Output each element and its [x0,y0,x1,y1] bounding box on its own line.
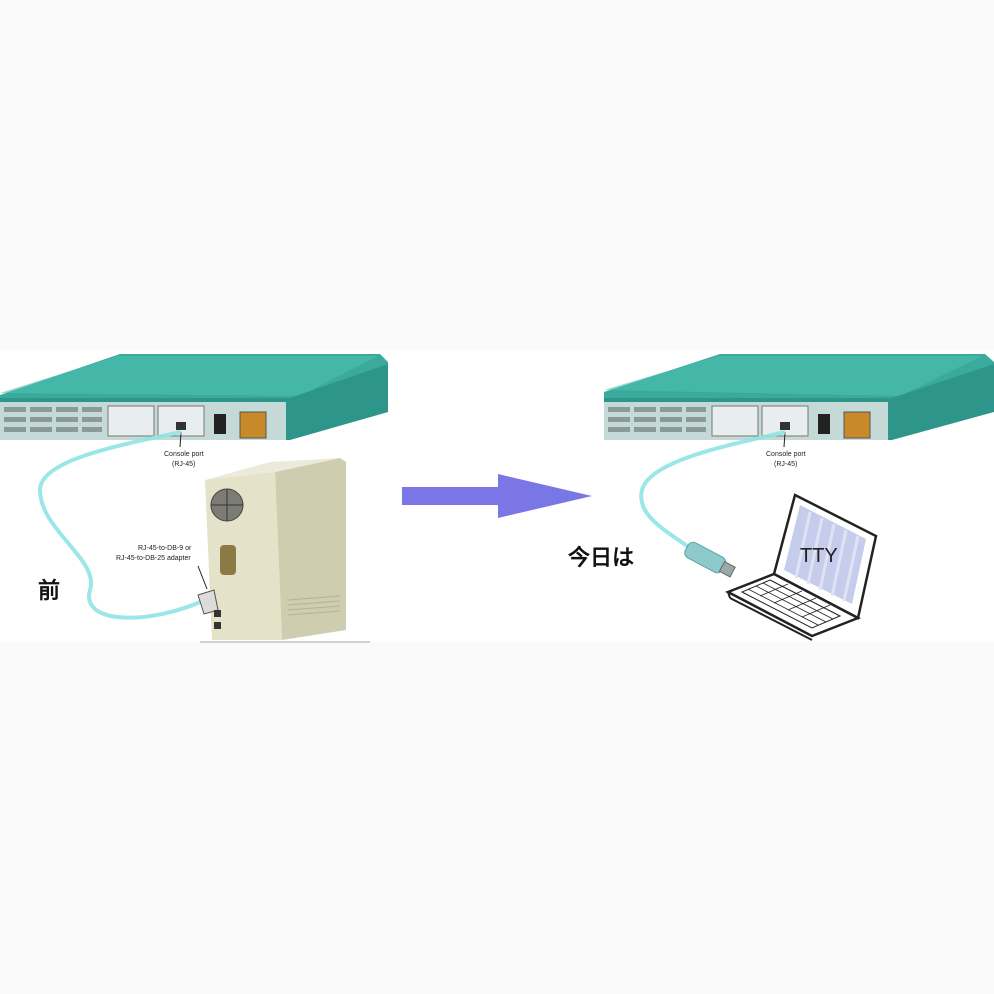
right-console-port-label: Console port [766,451,806,458]
adapter-pointer [197,565,208,590]
pc-tower-top [205,458,340,480]
left-router-module [107,405,155,437]
pc-tower-port [214,622,221,629]
pc-tower-drive-bay [220,545,236,575]
pc-tower [197,458,370,643]
left-router: Console port (RJ-45) [0,354,388,468]
laptop: TTY [724,493,878,641]
right-router-module [761,405,809,437]
left-router-switch [214,414,226,434]
left-router-console-port [176,422,186,430]
right-router-console-port [780,422,790,430]
transition-arrow [402,474,592,518]
right-router-power-socket [843,411,871,439]
pc-tower-side [275,458,346,640]
right-console-port-label: (RJ-45) [774,461,797,468]
left-router-top-highlight [0,356,378,396]
left-router-module [157,405,205,437]
left-router-port-grid [4,407,102,432]
right-console-cable [639,430,786,550]
pc-tower-vents [287,595,341,616]
right-router: Console port (RJ-45) [604,354,994,468]
adapter-label: RJ-45-to-DB-9 or [138,545,192,552]
right-router-top-highlight [604,356,982,396]
right-router-switch [818,414,830,434]
laptop-screen-stripes [794,511,860,602]
right-router-module [711,405,759,437]
left-router-power-socket [239,411,267,439]
right-console-pointer [783,431,786,448]
left-console-port-label: (RJ-45) [172,461,195,468]
laptop-keys [747,582,834,626]
left-console-cable [37,430,206,620]
usb-serial-adapter [684,541,736,578]
laptop-base-edge [727,591,731,599]
adapter-label: RJ-45-to-DB-25 adapter [116,555,191,562]
before-caption: 前 [38,578,60,604]
laptop-screen-text: TTY [800,545,838,567]
left-console-pointer [179,431,182,448]
now-caption: 今日は [568,545,634,571]
pc-tower-port [214,610,221,617]
right-router-port-grid [608,407,706,432]
laptop-screen [784,505,866,604]
left-console-port-label: Console port [164,451,204,458]
laptop-base-edge [729,597,813,641]
